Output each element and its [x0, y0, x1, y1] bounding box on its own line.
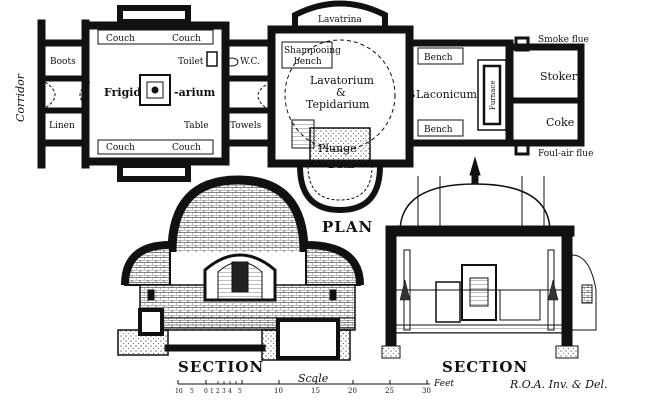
scale-tick-3: 3 [222, 388, 226, 395]
scale-tick-25: 25 [385, 387, 394, 395]
plan-title: Plan [322, 218, 373, 236]
scale-tick-2: 2 [216, 388, 220, 395]
couch-bottom-right-label: Couch [172, 143, 201, 153]
right-section-drawing [381, 156, 597, 359]
plunge-label: Plunge [318, 142, 357, 155]
scale-tick-10: 10 [274, 387, 283, 395]
right-section-title: Section [442, 358, 528, 376]
arium-label: -arium [174, 86, 216, 99]
scale-label: Scale [298, 372, 329, 385]
ampersand-label: & [336, 86, 346, 99]
linen-label: Linen [49, 121, 75, 131]
couch-top-left-label: Couch [106, 34, 135, 44]
frigid-label: Frigid [104, 86, 141, 99]
bench-bottom-label: Bench [424, 125, 453, 135]
boots-label: Boots [50, 57, 76, 67]
couch-bottom-left-label: Couch [106, 143, 135, 153]
left-section-drawing [117, 175, 364, 361]
plan-drawing [37, 0, 585, 214]
lavatrina-label: Lavatrina [318, 15, 362, 25]
bench-top-label: Bench [424, 53, 453, 63]
wc-label: W.C. [240, 57, 260, 67]
scale-bar [177, 380, 430, 385]
stokery-label: Stokery [540, 70, 584, 83]
table-label: Table [184, 121, 209, 131]
coke-label: Coke [546, 116, 574, 129]
couch-top-right-label: Couch [172, 34, 201, 44]
lavatorium-label: Lavatorium [310, 74, 375, 87]
scale-tick-0: 0 [204, 388, 208, 395]
bath-label: Bath [328, 158, 354, 171]
shampooing-label: Shampooing [284, 46, 341, 56]
scale-tick-30: 30 [422, 387, 431, 395]
scale-tick-10-neg: 10 [175, 388, 183, 395]
toilet-label: Toilet [178, 57, 204, 67]
scale-unit: Feet [433, 379, 454, 389]
laconicum-label: Laconicum [416, 88, 477, 101]
foul-air-flue-label: Foul-air flue [538, 149, 593, 159]
furnace-label: Furnace [489, 81, 497, 110]
corridor-label: Corridor [14, 73, 27, 122]
scale-tick-5-neg: 5 [190, 388, 194, 395]
tepidarium-label: Tepidarium [306, 98, 370, 111]
scale-tick-5: 5 [238, 388, 242, 395]
scale-tick-4: 4 [228, 388, 232, 395]
scale-tick-1: 1 [210, 388, 214, 395]
scale-tick-20: 20 [348, 387, 357, 395]
shampooing-bench-label: bench [294, 57, 322, 67]
credit-text: R.O.A. Inv. & Del. [509, 378, 608, 391]
scale-tick-15: 15 [311, 387, 320, 395]
smoke-flue-label: Smoke flue [538, 35, 589, 45]
left-section-title: Section [178, 358, 264, 376]
towels-label: Towels [230, 121, 262, 131]
